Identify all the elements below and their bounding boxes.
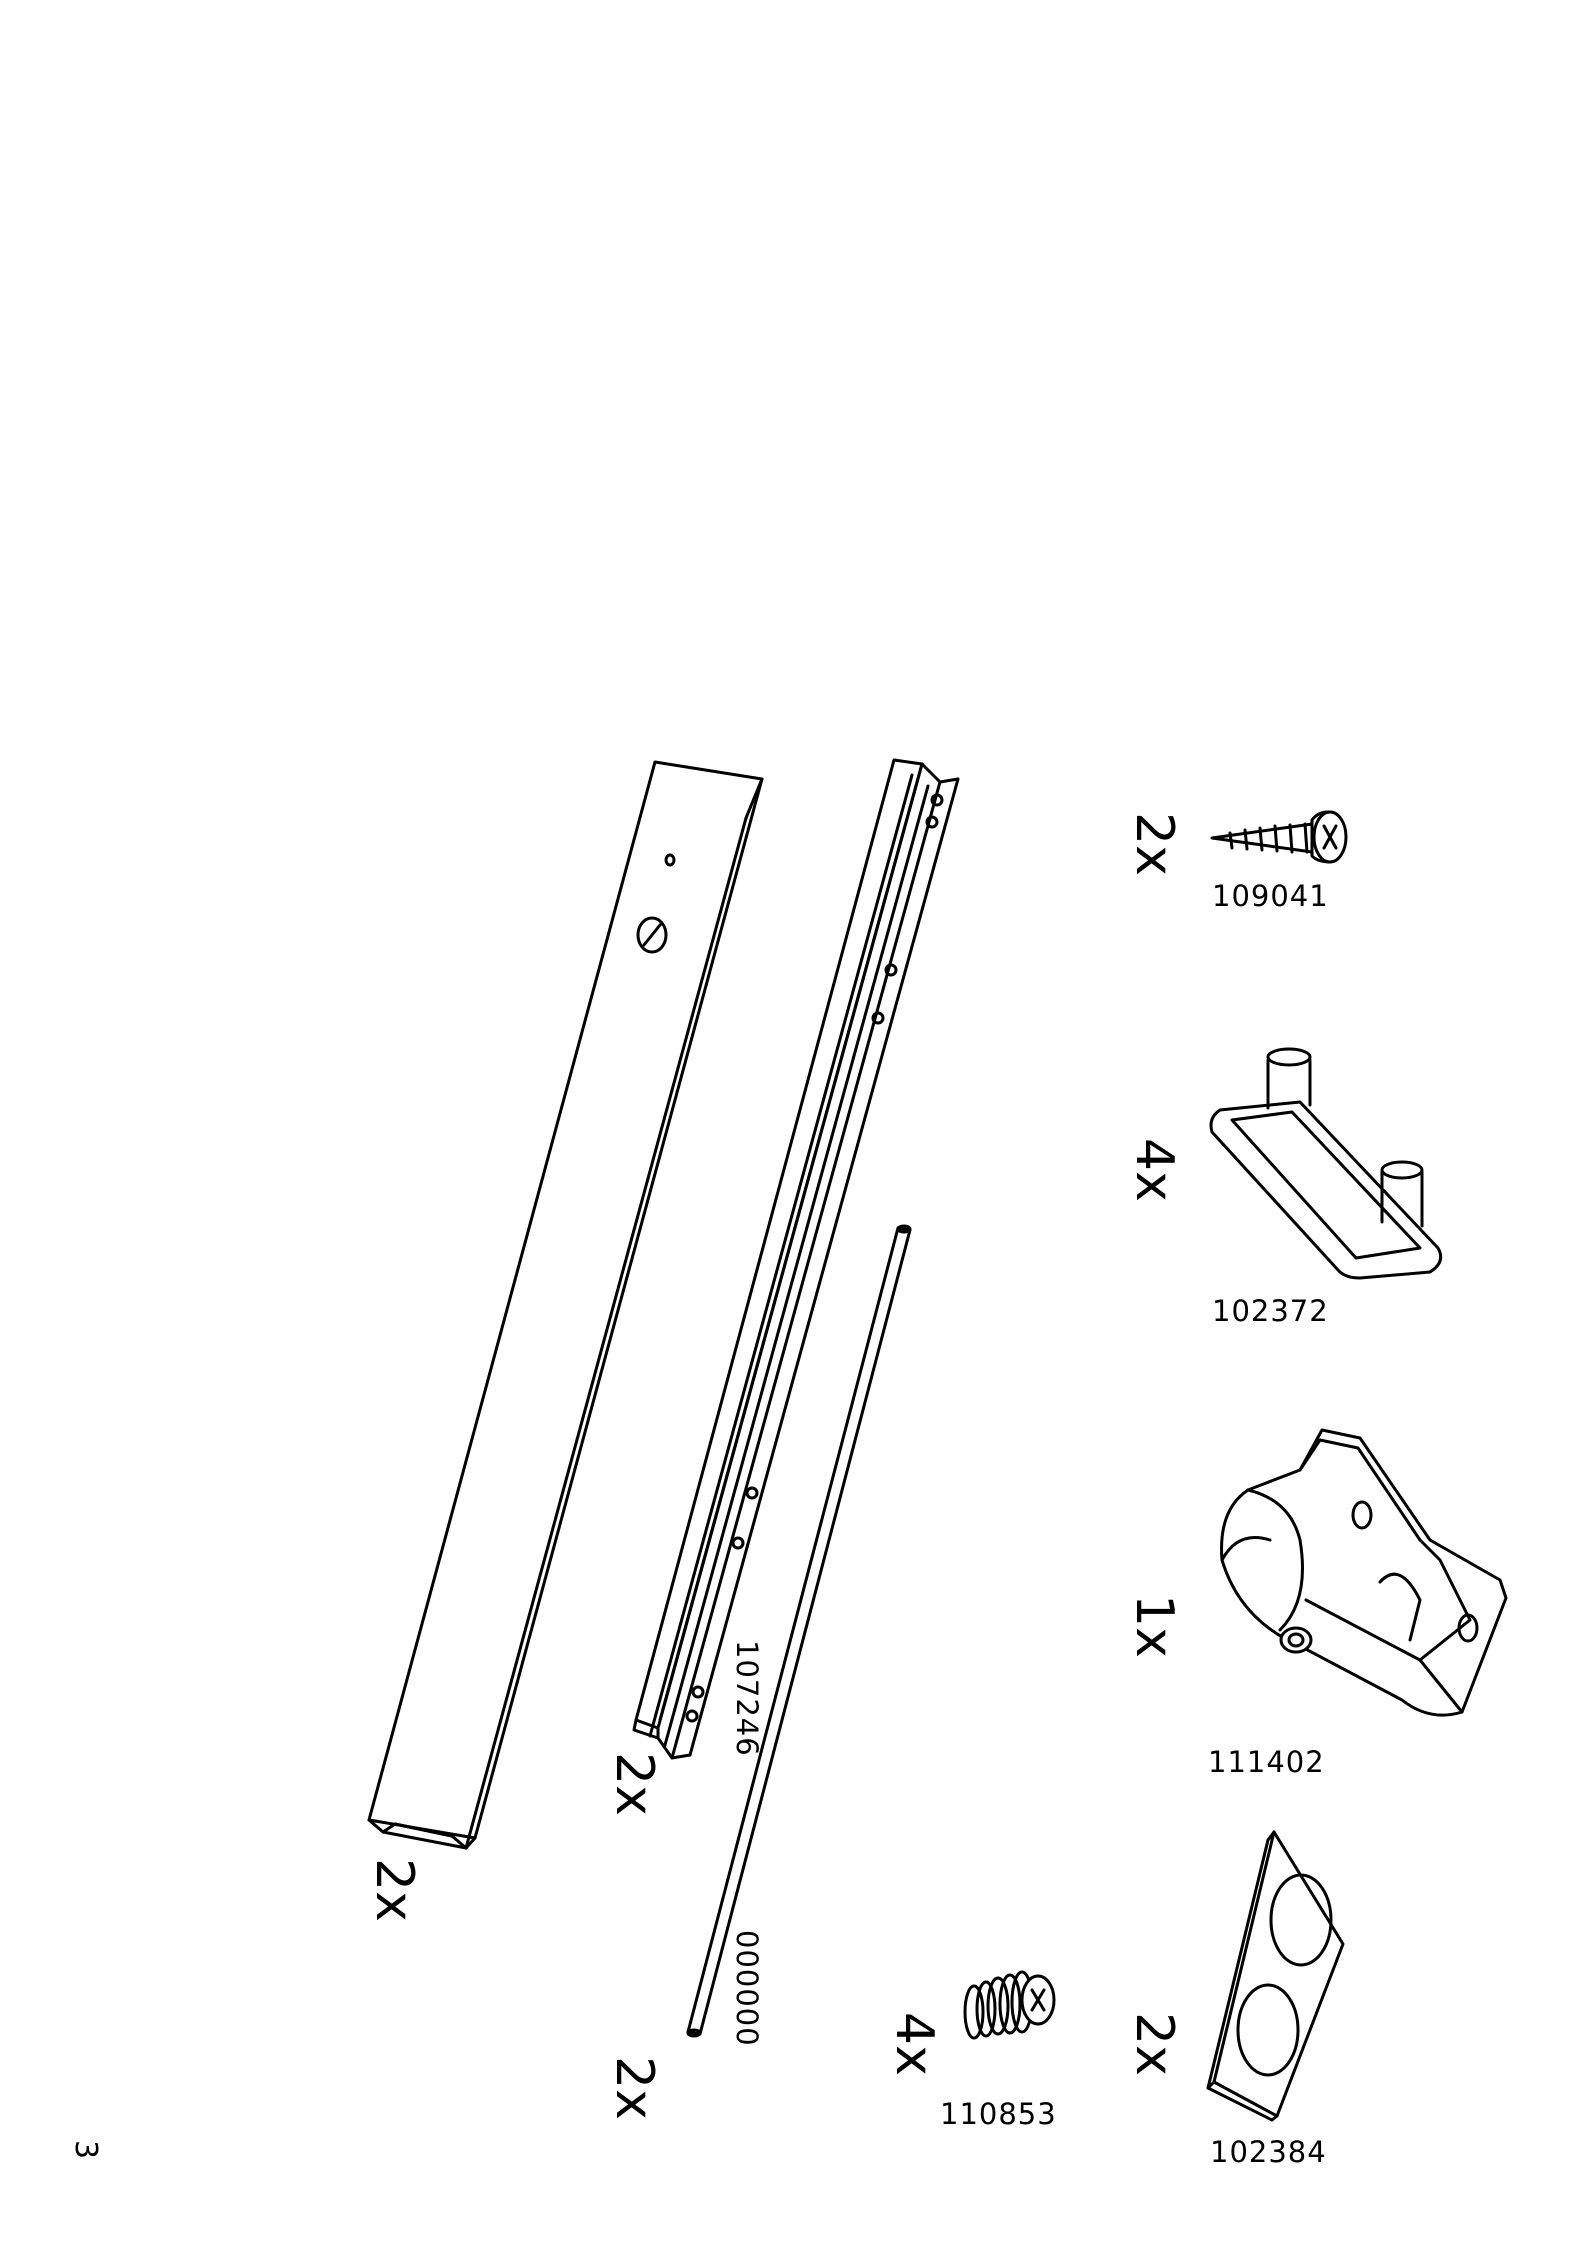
hinge-drawing bbox=[1222, 1430, 1506, 1715]
rod-drawing bbox=[688, 1226, 910, 2036]
quantity-label: 2x bbox=[1128, 812, 1180, 876]
dowel-drawing bbox=[965, 1972, 1054, 2038]
part-number: 111402 bbox=[1208, 1748, 1325, 1777]
part-number: 107246 bbox=[732, 1640, 761, 1757]
quantity-label: 2x bbox=[1128, 2012, 1180, 2076]
pad-plate-drawing bbox=[1208, 1832, 1343, 2120]
quantity-label: 2x bbox=[608, 2056, 660, 2120]
bracket-drawing bbox=[1211, 1049, 1441, 1278]
quantity-label: 1x bbox=[1128, 1594, 1180, 1658]
part-number: 102384 bbox=[1210, 2138, 1327, 2167]
part-number: 109041 bbox=[1212, 882, 1329, 911]
part-number: 102372 bbox=[1212, 1297, 1329, 1326]
part-number: 110853 bbox=[940, 2100, 1057, 2129]
u-profile-drawing bbox=[369, 762, 762, 1848]
part-number: 000000 bbox=[732, 1930, 761, 2047]
quantity-label: 2x bbox=[608, 1752, 660, 1816]
page-number: 3 bbox=[70, 2140, 100, 2159]
quantity-label: 2x bbox=[368, 1858, 420, 1922]
quantity-label: 4x bbox=[888, 2012, 940, 2076]
screw-drawing bbox=[1212, 812, 1346, 862]
quantity-label: 4x bbox=[1128, 1138, 1180, 1202]
